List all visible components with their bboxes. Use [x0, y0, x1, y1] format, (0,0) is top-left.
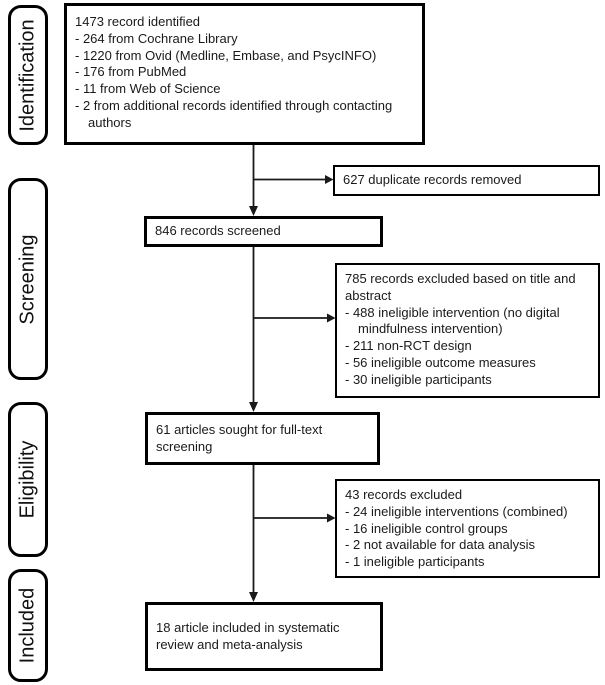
connector-lines	[252, 145, 328, 593]
arrowheads	[249, 175, 336, 602]
list-item: - 176 from PubMed	[75, 64, 187, 80]
box-title: 61 articles sought for full-text screeni…	[156, 421, 323, 454]
stage-label-eligibility: Eligibility	[8, 402, 48, 557]
arrowhead-down-screened	[249, 206, 258, 216]
arrowhead-right-duplicates	[325, 175, 334, 184]
stage-label-included: Included	[8, 569, 48, 682]
box-fulltext-sought: 61 articles sought for full-text screeni…	[145, 412, 380, 465]
list-item: - 488 ineligible intervention (no digita…	[345, 304, 560, 337]
list-item: - 1 ineligible participants	[345, 554, 485, 570]
stage-text-included: Included	[16, 587, 39, 664]
box-records-screened: 846 records screened	[144, 216, 383, 247]
stage-text-screening: Screening	[16, 233, 39, 325]
arrowhead-down-included	[249, 592, 258, 602]
stage-text-eligibility: Eligibility	[16, 440, 39, 519]
list-item: - 11 from Web of Science	[75, 81, 221, 97]
box-excluded-fulltext: 43 records excluded - 24 ineligible inte…	[335, 479, 600, 578]
box-duplicates-removed: 627 duplicate records removed	[333, 165, 600, 196]
box-records-identified: 1473 record identified - 264 from Cochra…	[64, 3, 425, 145]
list-item: - 211 non-RCT design	[345, 338, 472, 354]
box-title: 627 duplicate records removed	[343, 172, 522, 188]
arrowhead-right-excluded-fulltext	[327, 513, 336, 523]
box-title: 43 records excluded	[345, 487, 463, 502]
list-item: - 1220 from Ovid (Medline, Embase, and P…	[75, 47, 377, 63]
box-title: 18 article included in systematic review…	[156, 619, 340, 652]
box-title: 785 records excluded based on title and …	[345, 271, 576, 303]
list-item: - 56 ineligible outcome measures	[345, 354, 536, 370]
list-item: - 30 ineligible participants	[345, 371, 492, 387]
box-title: 846 records screened	[155, 223, 281, 239]
list-item: - 24 ineligible interventions (combined)	[345, 503, 568, 519]
box-included-studies: 18 article included in systematic review…	[145, 602, 383, 671]
list-item: - 264 from Cochrane Library	[75, 30, 238, 46]
list-item: - 2 from additional records identified t…	[75, 97, 393, 130]
box-title: 1473 record identified	[75, 14, 201, 29]
list-item: - 2 not available for data analysis	[345, 537, 536, 553]
arrowhead-down-sought	[249, 402, 258, 412]
list-item: - 16 ineligible control groups	[345, 520, 508, 536]
stage-label-screening: Screening	[8, 178, 48, 380]
arrowhead-right-excluded-title	[327, 313, 336, 323]
box-excluded-title-abstract: 785 records excluded based on title and …	[335, 263, 600, 398]
stage-text-identification: Identification	[16, 18, 39, 132]
stage-label-identification: Identification	[8, 5, 48, 145]
